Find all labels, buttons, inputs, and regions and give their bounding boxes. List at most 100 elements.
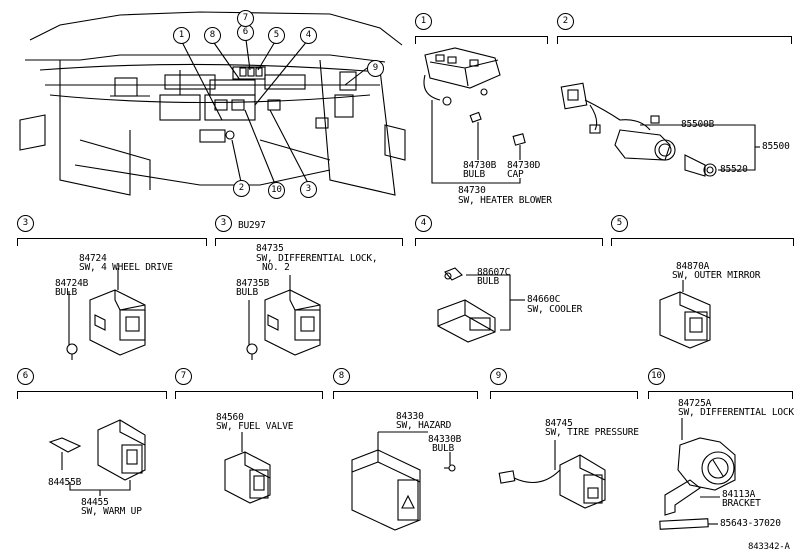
part-name-label: BULB <box>463 169 486 180</box>
section-bracket-tick <box>206 238 207 246</box>
section-5-bracket <box>611 238 794 240</box>
part-name-label: SW, TIRE PRESSURE <box>545 427 639 438</box>
part-name-label: SW, FUEL VALVE <box>216 421 294 432</box>
part-name-label: SW, HEATER BLOWER <box>458 195 552 206</box>
part-name-label: SW, COOLER <box>527 304 583 315</box>
part-name-label: SW, DIFFERENTIAL LOCK <box>678 407 794 418</box>
part-name-label: BULB <box>432 443 455 454</box>
tire-pressure-switch-drawing <box>498 440 606 509</box>
callout-5[interactable]: 5 <box>268 27 285 44</box>
callout-10[interactable]: 10 <box>268 182 285 199</box>
part-number-label: 84724B <box>55 278 89 289</box>
four-wheel-drive-switch-drawing <box>66 268 146 360</box>
section-bracket-tick <box>648 391 649 399</box>
section-bracket-tick <box>791 36 792 44</box>
part-name-label: SW, 4 WHEEL DRIVE <box>79 262 173 273</box>
part-number-label: 84660C <box>527 294 561 305</box>
part-name-label: SW, DIFFERENTIAL LOCK, <box>256 253 378 264</box>
section-bracket-tick <box>557 36 558 44</box>
section-bracket-tick <box>333 391 334 399</box>
drawing-code: 843342-A <box>748 542 790 552</box>
part-name-label: CAP <box>507 169 524 180</box>
part-name-label: SW, OUTER MIRROR <box>672 270 761 281</box>
section-3b-bracket <box>215 238 403 240</box>
section-bracket-tick <box>175 391 176 399</box>
section-9-number: 9 <box>490 368 507 385</box>
callout-4[interactable]: 4 <box>300 27 317 44</box>
part-number-label: 85500 <box>762 141 790 152</box>
callout-8[interactable]: 8 <box>204 27 221 44</box>
callout-3[interactable]: 3 <box>300 181 317 198</box>
section-bracket-tick <box>611 238 612 246</box>
part-number-label: 84730D <box>507 160 541 171</box>
section-2-bracket <box>557 36 792 38</box>
differential-lock-no2-switch-drawing <box>246 275 321 360</box>
part-number-label: 88607C <box>477 267 511 278</box>
part-number-label: 84870A <box>676 261 710 272</box>
section-bracket-tick <box>490 391 491 399</box>
part-number-label: 84725A <box>678 398 712 409</box>
part-number-label: 84455 <box>81 497 109 508</box>
section-7-number: 7 <box>175 368 192 385</box>
section-3-number: 3 <box>17 215 34 232</box>
section-1-number: 1 <box>415 13 432 30</box>
section-bracket-tick <box>547 36 548 44</box>
section-4-bracket <box>415 238 603 240</box>
part-number-label: 84330 <box>396 411 424 422</box>
part-name-label: BULB <box>477 276 500 287</box>
part-number-label: 84455B <box>48 477 82 488</box>
section-note: BU297 <box>238 220 266 231</box>
outer-mirror-switch-drawing <box>659 280 711 349</box>
callout-6[interactable]: 6 <box>237 24 254 41</box>
part-name-label: SW, WARM UP <box>81 506 142 517</box>
section-2-number: 2 <box>557 13 574 30</box>
fuel-valve-switch-drawing <box>224 432 271 504</box>
callout-7[interactable]: 7 <box>237 10 254 27</box>
section-bracket-tick <box>322 391 323 399</box>
section-3b-number: 3 <box>215 215 232 232</box>
part-number-label: 85500B <box>681 119 715 130</box>
section-10-number: 10 <box>648 368 665 385</box>
dashboard-overview-drawing <box>19 11 406 196</box>
section-bracket-tick <box>17 391 18 399</box>
section-5-number: 5 <box>611 215 628 232</box>
callout-1[interactable]: 1 <box>173 27 190 44</box>
hazard-switch-drawing <box>351 431 456 531</box>
part-number-label: 84730B <box>463 160 497 171</box>
part-number-label: 84735 <box>256 243 284 254</box>
cooler-switch-drawing <box>437 267 525 343</box>
part-number-label: 84560 <box>216 412 244 423</box>
cigarette-lighter-drawing <box>560 82 760 177</box>
part-number-label: 84745 <box>545 418 573 429</box>
part-number-label: 85643-37020 <box>720 518 781 529</box>
section-bracket-tick <box>415 238 416 246</box>
warm-up-switch-drawing <box>48 419 146 496</box>
section-3-bracket <box>17 238 207 240</box>
part-number-label: 84330B <box>428 434 462 445</box>
callout-9[interactable]: 9 <box>367 60 384 77</box>
callout-2[interactable]: 2 <box>233 180 250 197</box>
section-1-bracket <box>415 36 548 38</box>
section-bracket-tick <box>792 391 793 399</box>
differential-lock-switch-drawing <box>659 418 736 530</box>
section-bracket-tick <box>602 238 603 246</box>
section-bracket-tick <box>477 391 478 399</box>
part-name-label: NO. 2 <box>262 262 290 273</box>
section-bracket-tick <box>415 36 416 44</box>
part-name-label: BULB <box>236 287 259 298</box>
section-bracket-tick <box>215 238 216 246</box>
section-8-bracket <box>333 391 478 393</box>
section-6-number: 6 <box>17 368 34 385</box>
part-number-label: 84735B <box>236 278 270 289</box>
part-name-label: BRACKET <box>722 498 761 509</box>
part-number-label: 84113A <box>722 489 756 500</box>
section-6-bracket <box>17 391 167 393</box>
section-bracket-tick <box>402 238 403 246</box>
part-number-label: 84724 <box>79 253 107 264</box>
section-bracket-tick <box>166 391 167 399</box>
section-bracket-tick <box>17 238 18 246</box>
part-number-label: 84730 <box>458 185 486 196</box>
section-bracket-tick <box>637 391 638 399</box>
part-name-label: SW, HAZARD <box>396 420 452 431</box>
